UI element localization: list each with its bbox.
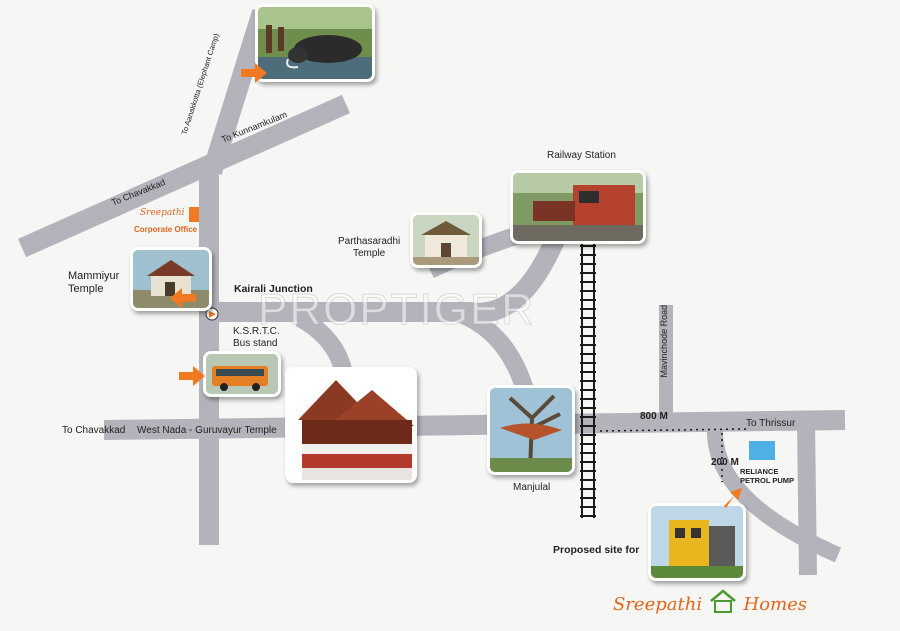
road-site-curve — [706, 427, 842, 563]
label-to-thrissur: To Thrissur — [746, 418, 796, 429]
house-logo-icon — [710, 589, 736, 613]
road-kunnamkulam — [17, 94, 351, 258]
label-kairali-junction: Kairali Junction — [234, 283, 313, 295]
label-parthasaradhi: Parthasaradhi Temple — [338, 236, 401, 259]
road-right-vertical — [797, 421, 817, 576]
manjulal-photo — [487, 385, 575, 475]
arrow-icon — [179, 366, 205, 386]
railway-station-photo — [510, 170, 646, 244]
brand-suffix: Homes — [743, 594, 808, 615]
label-corporate-office: Corporate Office — [134, 225, 198, 234]
location-pin-icon — [205, 307, 219, 321]
label-mammiyur-temple: Mammiyur Temple — [68, 270, 120, 295]
arrow-icon — [241, 63, 267, 83]
brand-logo: Sreepathi Homes — [613, 588, 807, 615]
label-west-nada: West Nada - Guruvayur Temple — [137, 425, 277, 436]
arrow-icon — [170, 288, 196, 308]
petrol-pump-marker — [749, 441, 775, 460]
road-aanakkotta — [202, 9, 272, 175]
watermark: PROPTIGER — [257, 285, 536, 335]
label-railway-station: Railway Station — [547, 150, 616, 161]
brand-name: Sreepathi — [613, 594, 703, 615]
ksrtc-bus-photo — [203, 351, 281, 397]
railway-track — [580, 240, 596, 518]
arrow-icon — [724, 488, 742, 508]
label-mavinchode-road: Mavinchode Road — [659, 304, 670, 378]
parthasaradhi-temple-photo — [410, 212, 482, 268]
label-ksrtc: K.S.R.T.C. Bus stand — [233, 326, 280, 349]
label-distance-200: 200 M — [711, 457, 739, 468]
label-distance-800: 800 M — [640, 411, 668, 422]
mammiyur-temple-photo — [130, 247, 212, 311]
road-west-nada — [103, 410, 846, 440]
label-corporate-brand: Sreepathi — [140, 208, 185, 218]
guruvayur-temple-photo — [285, 367, 417, 483]
label-to-chavakkad-left: To Chavakkad — [62, 425, 126, 436]
proposed-site-photo — [648, 503, 746, 581]
corporate-office-marker — [189, 207, 199, 222]
label-manjulal: Manjulal — [513, 482, 551, 493]
label-reliance-petrol-pump: RELIANCE PETROL PUMP — [740, 467, 795, 485]
label-proposed-site: Proposed site for — [553, 544, 640, 556]
elephant-camp-photo — [255, 4, 375, 82]
distance-800-line — [599, 428, 747, 432]
